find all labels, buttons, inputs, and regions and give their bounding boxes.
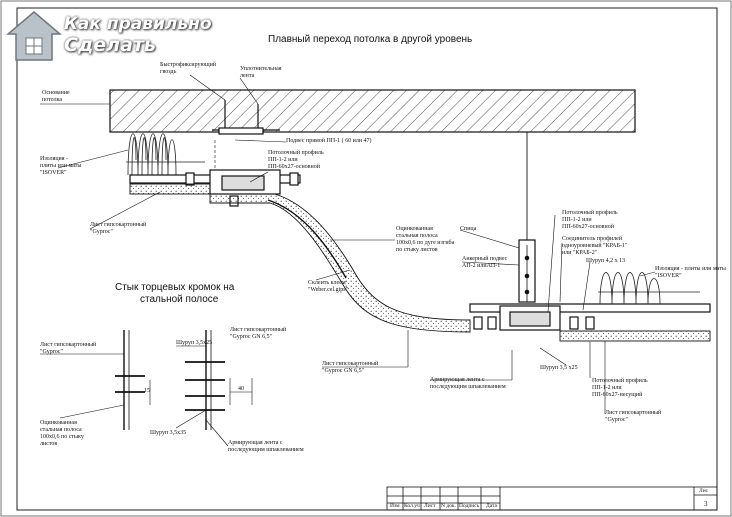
hanger-top-left (212, 100, 280, 178)
label-detail-screw-top: Шуруп 3,5x25 (176, 340, 213, 346)
detail-title-line-1: Стык торцевых кромок на (115, 282, 235, 293)
stamp-sheet-label: Лис (699, 488, 709, 494)
profile-top-left (129, 169, 301, 207)
stamp-col-izm: Изм (390, 503, 400, 509)
ceiling-slab (109, 89, 636, 133)
insulation-right (598, 272, 700, 305)
title-block (386, 486, 718, 511)
label-drywall-curve: Лист гипсокартонный"Gyproc GN 6,5" (322, 361, 379, 374)
dimension-40: 40 (238, 386, 244, 392)
label-detail-drywall-right: Лист гипсокартонный"Gyproc GN 6,5" (230, 327, 287, 340)
label-direct-hanger: Подвес прямой ПП-1 ( 60 или 47) (286, 138, 372, 144)
label-detail-drywall-left: Лист гипсокартонный"Gyproc" (40, 342, 97, 355)
insulation-left (126, 133, 205, 176)
house-logo-icon (6, 11, 62, 61)
leader-lines (40, 74, 656, 414)
label-glue: Склеить клеем"Weber.cel.gips" (308, 280, 349, 293)
stamp-col-date: Дата (486, 503, 497, 509)
joint-detail (40, 330, 253, 447)
rod-hanger (518, 132, 536, 303)
drawing-title: Плавный переход потолка в другой уровень (268, 34, 473, 45)
stamp-sheet-number: 3 (704, 500, 708, 508)
label-screw-35-right: Шуруп 3,5 x25 (540, 365, 578, 371)
stamp-col-koluch: Кол.уч (404, 503, 420, 509)
logo-line-2: Сделать (64, 34, 156, 56)
inner-frame (16, 7, 718, 511)
site-logo: Как правильно Сделать (6, 8, 221, 68)
logo-line-1: Как правильно (64, 14, 212, 34)
dimension-15: 15 (144, 388, 150, 394)
label-drywall-left: Лист гипсокартонный"Gyproc" (90, 222, 147, 235)
stamp-col-ndoc: N док. (441, 503, 456, 509)
galvanized-strip-curve (267, 199, 347, 279)
label-screw-42: Шуруп 4,2 x 13 (586, 258, 626, 264)
label-insulation-left: Изоляция -плиты или маты"ISOVER" (40, 156, 82, 176)
profile-right (469, 303, 711, 331)
drywall-left (129, 183, 471, 333)
label-detail-screw-bottom: Шуруп 3,5x35 (150, 430, 187, 436)
stamp-col-signature: Подпись (459, 503, 480, 509)
label-rod: Спица (460, 226, 477, 232)
stamp-col-list: Лист (424, 503, 436, 509)
drywall-right (559, 330, 711, 342)
label-drywall-right: Лист гипсокартонный"Gyproc" (605, 410, 662, 423)
detail-title-line-2: стальной полосе (140, 294, 219, 305)
label-insulation-right: Изоляция - плиты или маты"ISOVER" (655, 266, 726, 279)
